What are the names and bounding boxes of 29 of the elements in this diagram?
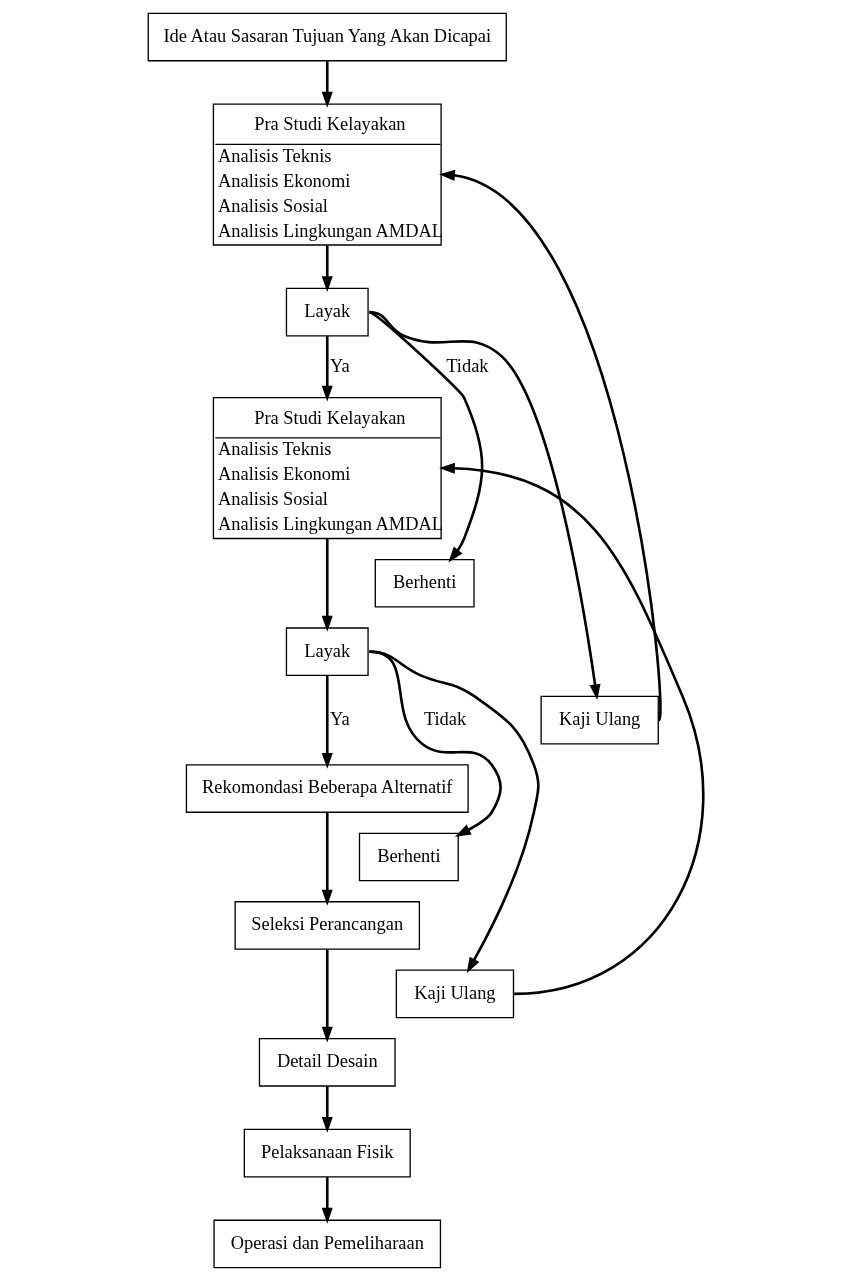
arrow (439, 169, 662, 721)
arrow (321, 538, 333, 632)
edge-label: Ya (329, 355, 350, 376)
node-box: Rekomondasi Beberapa Alternatif (185, 764, 469, 813)
node-box: Layak (285, 287, 369, 337)
edge-label: Tidak (446, 355, 489, 376)
arrow (321, 1177, 333, 1224)
node-box: Kaji Ulang (395, 969, 515, 1019)
arrow (439, 462, 705, 996)
arrow (369, 310, 601, 701)
edge-label: Tidak (423, 709, 467, 729)
arrow (321, 675, 333, 769)
node-box: Detail Desain (258, 1037, 396, 1087)
node-box: Layak (285, 627, 369, 677)
arrow (321, 812, 333, 906)
node-box: Berhenti (358, 832, 459, 882)
node-box: Pelaksanaan Fisik (243, 1128, 411, 1178)
node-box: Kaji Ulang (540, 695, 659, 745)
arrow (321, 949, 333, 1043)
edge-label: Ya (329, 709, 350, 729)
arrow (321, 336, 333, 402)
arrow (321, 245, 333, 293)
arrow (321, 61, 333, 108)
node-box: Ide Atau Sasaran Tujuan Yang Akan Dicapai (147, 12, 507, 62)
node-box: Operasi dan Pemeliharaan (213, 1219, 442, 1269)
node-box: Seleksi Perancangan (234, 901, 421, 950)
node-box: Berhenti (374, 558, 475, 608)
arrow (321, 1086, 333, 1133)
arrow (369, 650, 540, 974)
